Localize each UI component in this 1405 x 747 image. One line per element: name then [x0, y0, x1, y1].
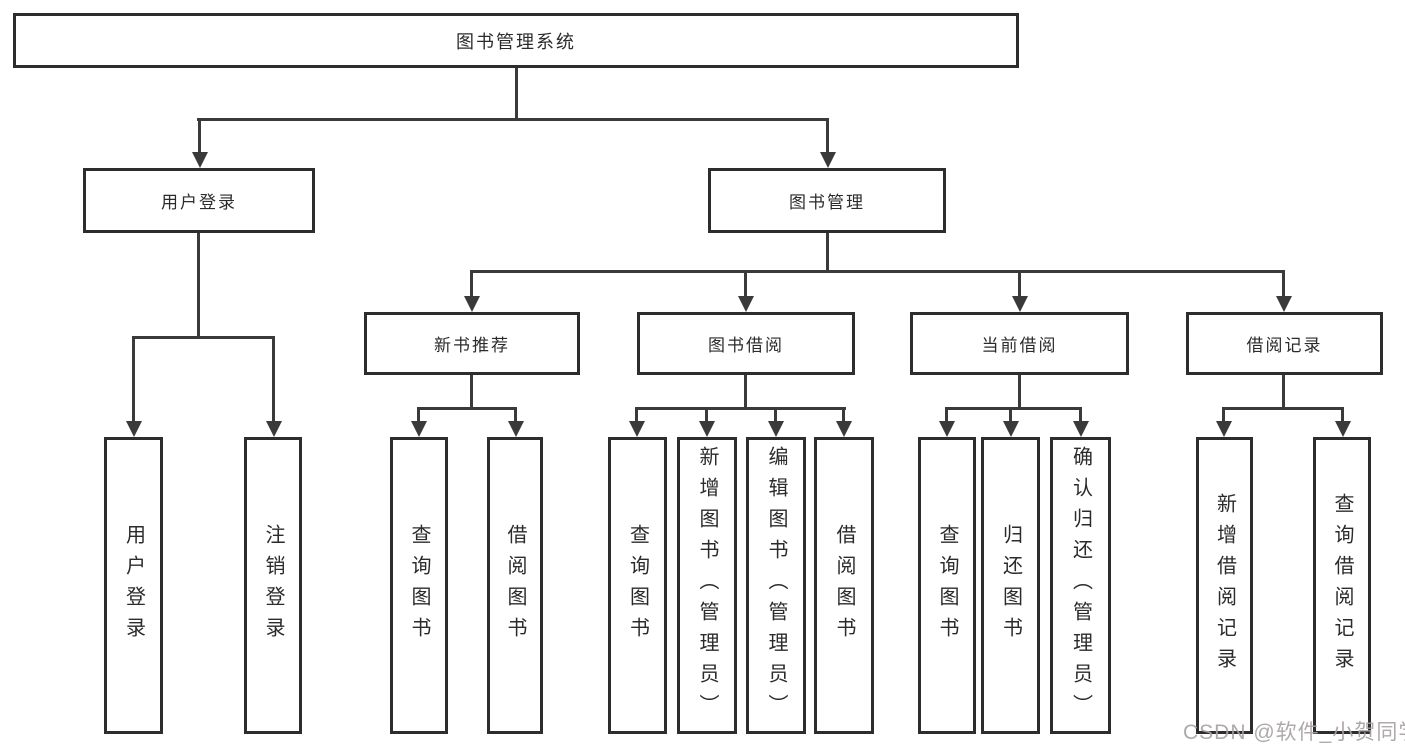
- leaf-logout: 注销登录: [244, 437, 302, 734]
- connector-rec-stub: [1282, 375, 1285, 410]
- connector-root-stub: [515, 68, 518, 121]
- connector-cur-stub: [1018, 375, 1021, 410]
- leaf-user-login: 用户登录: [104, 437, 163, 734]
- leaf-nb-query-book-label: 查询图书: [408, 523, 430, 648]
- arrow-down-icon: [835, 407, 852, 437]
- node-new-book-recommend: 新书推荐: [364, 312, 580, 375]
- arrow-down-icon: [1072, 407, 1089, 437]
- node-new-book-recommend-label: 新书推荐: [434, 336, 510, 355]
- arrow-down-icon: [767, 407, 784, 437]
- leaf-bw-edit-book-admin-label: 编辑图书（管理员）: [765, 446, 787, 725]
- leaf-cur-confirm-return-admin-label: 确认归还（管理员）: [1069, 446, 1092, 725]
- node-user-login-label: 用户登录: [161, 193, 237, 212]
- arrow-down-icon: [1275, 270, 1292, 312]
- arrow-down-icon: [1334, 407, 1351, 437]
- node-root-label: 图书管理系统: [456, 31, 576, 52]
- leaf-cur-query-book-label: 查询图书: [936, 523, 958, 648]
- arrow-down-icon: [737, 270, 754, 312]
- arrow-down-icon: [463, 270, 480, 312]
- leaf-bw-query-book: 查询图书: [608, 437, 667, 734]
- leaf-cur-return-book: 归还图书: [981, 437, 1040, 734]
- connector-level3-split: [470, 270, 1285, 273]
- connector-mgmt-stub: [826, 233, 829, 272]
- node-book-management: 图书管理: [708, 168, 946, 233]
- leaf-user-login-label: 用户登录: [122, 523, 145, 648]
- connector-bw-split: [635, 407, 846, 410]
- leaf-rec-query-record-label: 查询借阅记录: [1331, 492, 1353, 679]
- node-root: 图书管理系统: [13, 13, 1019, 68]
- arrow-down-icon: [265, 336, 282, 437]
- connector-login-split: [132, 336, 275, 339]
- node-book-borrow: 图书借阅: [637, 312, 855, 375]
- node-current-borrow: 当前借阅: [910, 312, 1129, 375]
- leaf-bw-borrow-book-label: 借阅图书: [833, 523, 855, 648]
- connector-bw-stub: [744, 375, 747, 410]
- arrow-down-icon: [628, 407, 645, 437]
- node-current-borrow-label: 当前借阅: [981, 336, 1058, 355]
- connector-nb-stub: [470, 375, 473, 410]
- arrow-down-icon: [410, 407, 427, 437]
- arrow-down-icon: [507, 407, 524, 437]
- leaf-nb-borrow-book-label: 借阅图书: [504, 523, 526, 648]
- leaf-cur-return-book-label: 归还图书: [999, 523, 1022, 648]
- arrow-down-icon: [191, 118, 208, 168]
- arrow-down-icon: [1011, 270, 1028, 312]
- connector-level2-split: [197, 118, 829, 121]
- connector-cur-split: [945, 407, 1082, 410]
- connector-login-stub: [197, 233, 200, 339]
- leaf-nb-borrow-book: 借阅图书: [487, 437, 543, 734]
- leaf-rec-query-record: 查询借阅记录: [1313, 437, 1371, 734]
- leaf-bw-add-book-admin: 新增图书（管理员）: [677, 437, 737, 734]
- arrow-down-icon: [819, 118, 836, 168]
- node-borrow-records: 借阅记录: [1186, 312, 1383, 375]
- arrow-down-icon: [1215, 407, 1232, 437]
- arrow-down-icon: [938, 407, 955, 437]
- leaf-bw-borrow-book: 借阅图书: [814, 437, 874, 734]
- arrow-down-icon: [1002, 407, 1019, 437]
- leaf-rec-add-record-label: 新增借阅记录: [1213, 492, 1236, 679]
- leaf-rec-add-record: 新增借阅记录: [1196, 437, 1253, 734]
- connector-nb-split: [417, 407, 517, 410]
- arrow-down-icon: [125, 336, 142, 437]
- leaf-cur-query-book: 查询图书: [918, 437, 976, 734]
- csdn-watermark: CSDN @软件_小贺同学: [1183, 721, 1405, 744]
- node-user-login: 用户登录: [83, 168, 315, 233]
- leaf-cur-confirm-return-admin: 确认归还（管理员）: [1050, 437, 1111, 734]
- node-book-management-label: 图书管理: [789, 193, 865, 212]
- leaf-bw-query-book-label: 查询图书: [626, 523, 649, 648]
- leaf-logout-label: 注销登录: [262, 523, 284, 648]
- leaf-bw-add-book-admin-label: 新增图书（管理员）: [696, 446, 718, 725]
- arrow-down-icon: [698, 407, 715, 437]
- node-borrow-records-label: 借阅记录: [1246, 336, 1323, 355]
- node-book-borrow-label: 图书借阅: [708, 336, 784, 355]
- connector-rec-split: [1222, 407, 1344, 410]
- leaf-bw-edit-book-admin: 编辑图书（管理员）: [746, 437, 806, 734]
- leaf-nb-query-book: 查询图书: [390, 437, 448, 734]
